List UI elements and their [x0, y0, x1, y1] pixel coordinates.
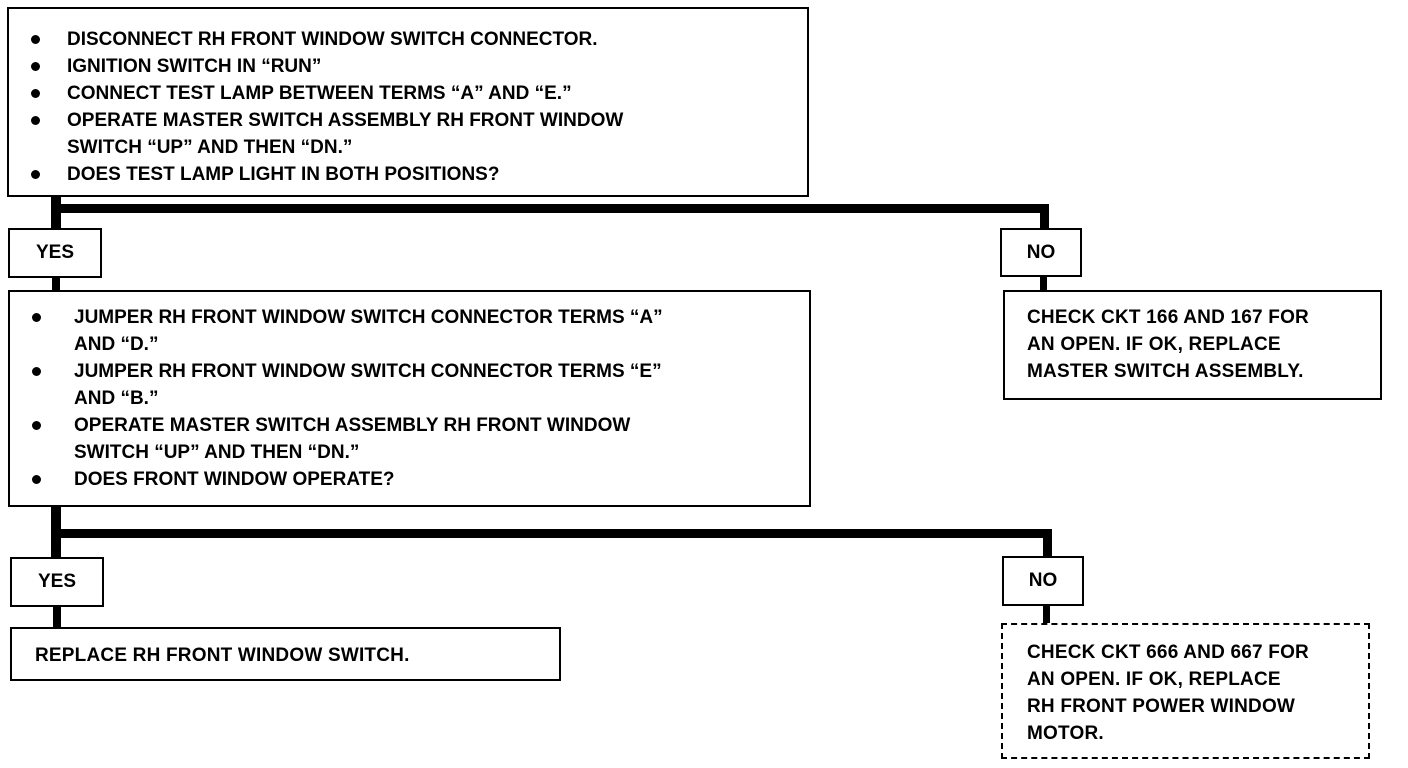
step1-item: DOES TEST LAMP LIGHT IN BOTH POSITIONS? [9, 161, 807, 188]
step1-item: IGNITION SWITCH IN “RUN” [9, 53, 807, 80]
branch2-yes-result-text: REPLACE RH FRONT WINDOW SWITCH. [35, 645, 410, 666]
connector-branch2-yes-to-result [53, 606, 61, 628]
branch2-yes-label: YES [10, 557, 104, 607]
connector-branch2-no-to-result [1043, 605, 1050, 625]
branch1-no-result-box: CHECK CKT 166 AND 167 FOR AN OPEN. IF OK… [1003, 290, 1382, 400]
step2-box: JUMPER RH FRONT WINDOW SWITCH CONNECTOR … [8, 290, 811, 507]
branch1-yes-label: YES [8, 228, 102, 278]
step1-item: CONNECT TEST LAMP BETWEEN TERMS “A” AND … [9, 80, 807, 107]
branch1-no-label: NO [1000, 228, 1082, 277]
branch2-no-result-box: CHECK CKT 666 AND 667 FOR AN OPEN. IF OK… [1001, 623, 1370, 759]
connector-branch1-no-to-result [1040, 275, 1047, 291]
branch1-no-result-text: CHECK CKT 166 AND 167 FOR AN OPEN. IF OK… [1027, 307, 1309, 382]
branch2-yes-result-box: REPLACE RH FRONT WINDOW SWITCH. [10, 627, 561, 681]
step1-list: DISCONNECT RH FRONT WINDOW SWITCH CONNEC… [9, 26, 807, 188]
branch2-no-result-text: CHECK CKT 666 AND 667 FOR AN OPEN. IF OK… [1027, 642, 1309, 744]
step1-item: OPERATE MASTER SWITCH ASSEMBLY RH FRONT … [9, 107, 807, 161]
step2-item: OPERATE MASTER SWITCH ASSEMBLY RH FRONT … [10, 412, 809, 466]
connector-branch1-yes-to-step2 [52, 276, 60, 292]
connector-branch1-horizontal [51, 204, 1049, 213]
connector-branch2-no-drop [1043, 529, 1052, 558]
step2-item: DOES FRONT WINDOW OPERATE? [10, 466, 809, 493]
step1-box: DISCONNECT RH FRONT WINDOW SWITCH CONNEC… [7, 7, 809, 197]
step2-item: JUMPER RH FRONT WINDOW SWITCH CONNECTOR … [10, 304, 809, 358]
branch2-no-label: NO [1002, 556, 1084, 606]
connector-branch2-horizontal [51, 529, 1052, 538]
connector-branch1-no-drop [1040, 204, 1049, 228]
step2-list: JUMPER RH FRONT WINDOW SWITCH CONNECTOR … [10, 304, 809, 493]
step1-item: DISCONNECT RH FRONT WINDOW SWITCH CONNEC… [9, 26, 807, 53]
step2-item: JUMPER RH FRONT WINDOW SWITCH CONNECTOR … [10, 358, 809, 412]
